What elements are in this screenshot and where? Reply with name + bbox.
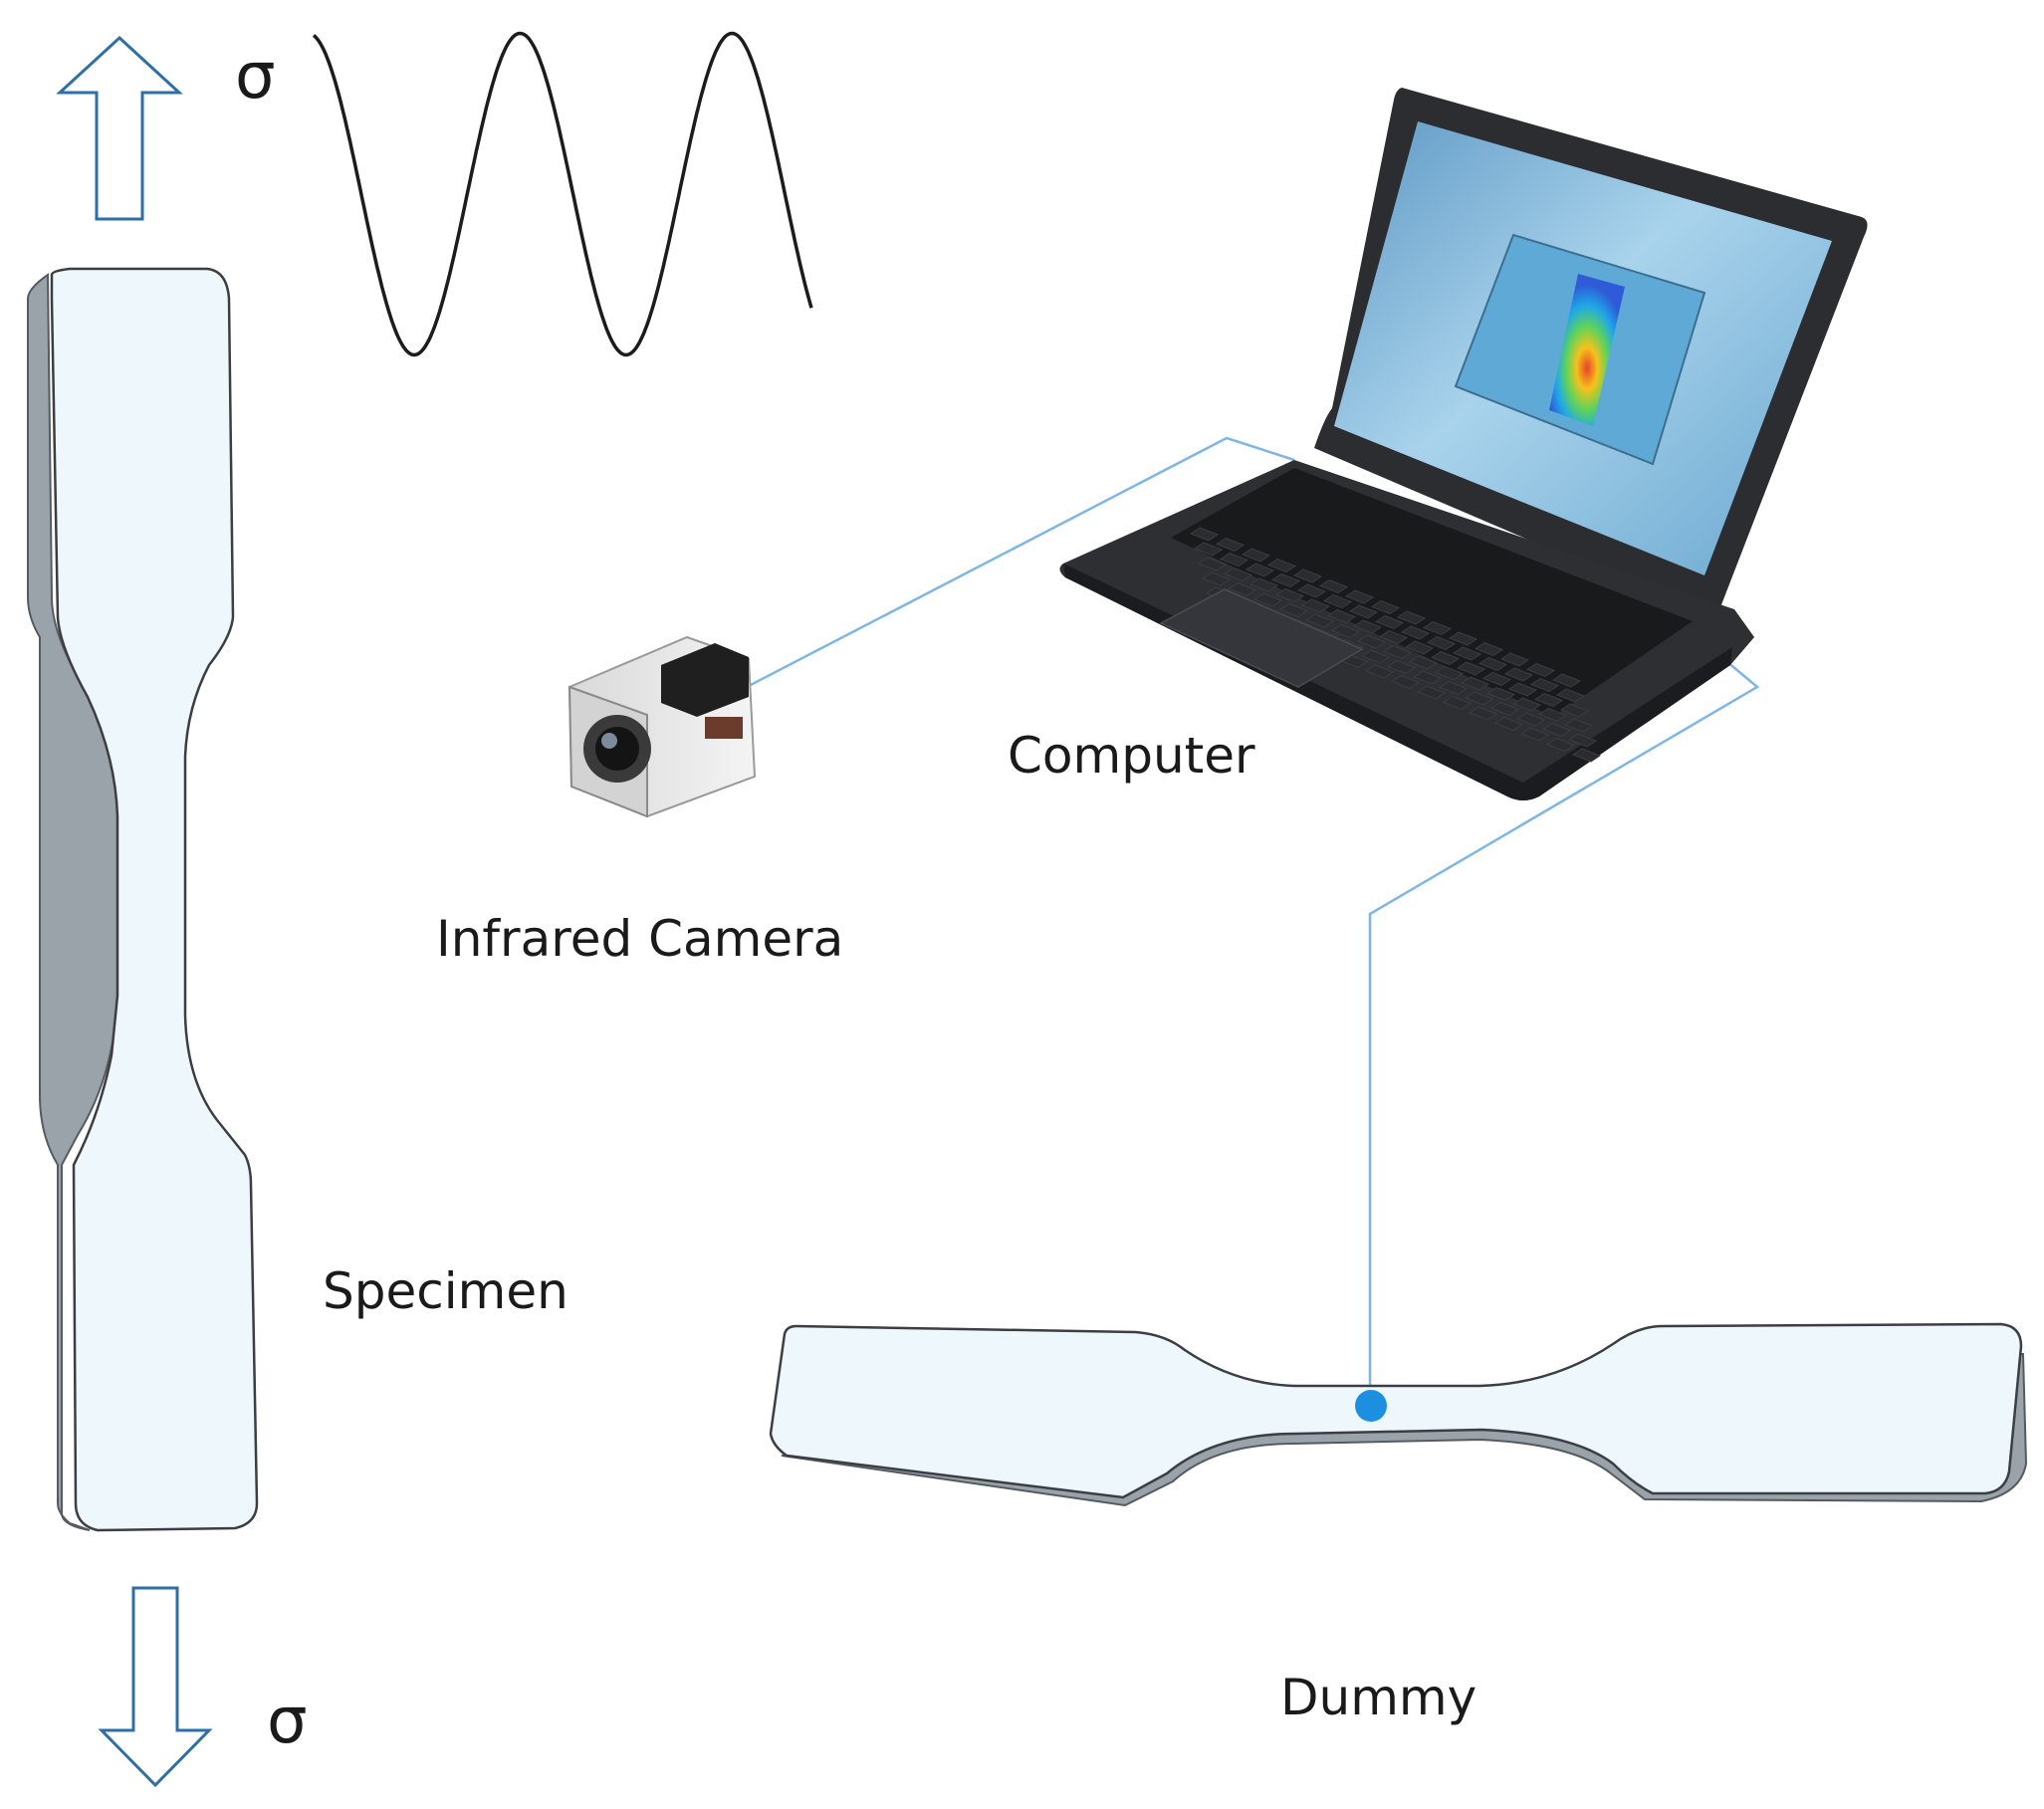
keyboard-key — [1571, 748, 1602, 763]
keyboard-key — [1493, 716, 1524, 732]
keyboard-key — [1452, 646, 1482, 661]
keyboard-key — [1296, 583, 1327, 598]
keyboard-key — [1412, 670, 1443, 685]
keyboard-key — [1360, 649, 1391, 664]
keyboard-key — [1545, 737, 1576, 753]
keyboard-key — [1485, 686, 1516, 702]
keyboard-key — [1223, 566, 1253, 582]
keyboard-key — [1382, 644, 1413, 660]
keyboard-key — [1278, 602, 1309, 618]
keyboard-key — [1426, 635, 1457, 651]
keyboard-key — [1474, 641, 1504, 657]
keyboard-key — [1300, 598, 1331, 613]
keyboard-key — [1541, 722, 1572, 738]
keyboard-key — [1559, 703, 1590, 718]
keyboard-key — [1344, 589, 1375, 604]
laptop-icon — [1059, 88, 1868, 800]
sine-wave-icon — [312, 31, 813, 357]
measurement-dot-icon — [1355, 1390, 1387, 1422]
keyboard-key — [1245, 563, 1275, 577]
dummy-label: Dummy — [1280, 1669, 1477, 1726]
keyboard-key — [1468, 706, 1498, 721]
keyboard-key — [1507, 682, 1538, 697]
keyboard-key — [1322, 593, 1353, 609]
up-arrow-icon — [56, 35, 183, 221]
keyboard-key — [1422, 620, 1453, 636]
sigma-bottom-label: σ — [267, 1685, 308, 1758]
keyboard-key — [1567, 733, 1598, 748]
infrared-camera-label: Infrared Camera — [436, 910, 844, 968]
keyboard-key — [1515, 712, 1546, 727]
keyboard-key — [1318, 578, 1349, 594]
keyboard-key — [1464, 691, 1494, 706]
keyboard-key — [1551, 673, 1582, 688]
keyboard-key — [1430, 650, 1461, 666]
keyboard-key — [1555, 688, 1586, 703]
keyboard-key — [1390, 674, 1421, 690]
keyboard-key — [1197, 557, 1228, 571]
keyboard-key — [1227, 581, 1257, 597]
keyboard-key — [1266, 558, 1297, 573]
keyboard-key — [1400, 625, 1431, 640]
keyboard-key — [1356, 634, 1387, 649]
keyboard-key — [1352, 619, 1383, 634]
keyboard-key — [1489, 701, 1520, 717]
keyboard-key — [1456, 661, 1486, 676]
keyboard-key — [1215, 537, 1246, 553]
keyboard-key — [1525, 662, 1556, 678]
infrared-camera-icon — [568, 635, 757, 818]
keyboard-key — [1448, 631, 1478, 646]
keyboard-key — [1434, 665, 1465, 681]
keyboard-key — [1348, 604, 1379, 619]
keyboard-key — [1364, 664, 1395, 679]
keyboard-key — [1252, 592, 1283, 607]
keyboard-key — [1529, 677, 1560, 693]
keyboard-key — [1304, 613, 1335, 628]
keyboard-key — [1477, 656, 1508, 672]
keyboard-key — [1241, 548, 1271, 563]
keyboard-key — [1193, 542, 1224, 557]
keyboard-key — [1499, 652, 1530, 667]
keyboard-key — [1537, 707, 1568, 723]
down-arrow-icon — [98, 1586, 213, 1788]
keyboard-key — [1249, 577, 1279, 592]
keyboard-key — [1274, 587, 1305, 603]
keyboard-key — [1438, 680, 1469, 696]
keyboard-key — [1330, 623, 1361, 639]
cable-computer-to-dummy — [1368, 661, 1760, 1406]
keyboard-key — [1481, 671, 1512, 687]
keyboard-key — [1189, 527, 1220, 542]
keyboard-key — [1396, 610, 1427, 625]
keyboard-key — [1386, 659, 1417, 675]
keyboard-key — [1370, 599, 1401, 615]
computer-label: Computer — [1008, 727, 1255, 785]
dummy-drawing — [769, 1322, 2028, 1507]
specimen-label: Specimen — [323, 1262, 568, 1320]
keyboard-key — [1201, 571, 1232, 586]
keyboard-key — [1533, 692, 1564, 708]
cable-camera-to-computer — [746, 436, 1295, 689]
sigma-top-label: σ — [235, 40, 276, 113]
keyboard-key — [1292, 568, 1323, 583]
keyboard-key — [1563, 718, 1594, 733]
keyboard-key — [1503, 667, 1534, 682]
keyboard-key — [1416, 685, 1447, 700]
keyboard-key — [1408, 655, 1439, 670]
keyboard-key — [1219, 552, 1249, 567]
keyboard-key — [1326, 608, 1357, 624]
keyboard-key — [1460, 676, 1490, 691]
keyboard-key — [1511, 697, 1542, 712]
specimen-drawing — [27, 267, 259, 1532]
keyboard-key — [1442, 695, 1473, 711]
keyboard-key — [1404, 640, 1435, 655]
keyboard-key — [1270, 572, 1301, 588]
keyboard-key — [1519, 727, 1550, 742]
keyboard-key — [1374, 614, 1405, 630]
keyboard-key — [1378, 629, 1409, 645]
